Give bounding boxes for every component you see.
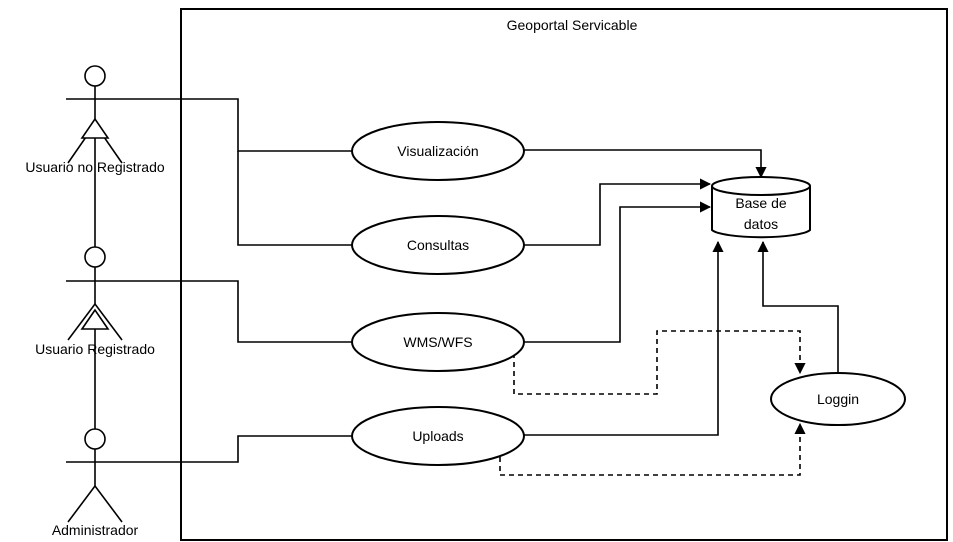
usecase-label-loggin: Loggin — [817, 391, 859, 407]
actor-admin — [66, 428, 124, 523]
generalization-registered-to-unregistered — [80, 117, 110, 247]
assoc-registered-wms — [124, 280, 352, 343]
assoc-unregistered-consultas — [237, 151, 352, 246]
assoc-admin-uploads — [124, 435, 352, 463]
actor-registered — [66, 246, 124, 341]
database-label-line1: Base de — [735, 195, 787, 211]
system-title: Geoportal Servicable — [507, 17, 638, 33]
usecase-label-consultas: Consultas — [407, 237, 469, 253]
dashed-edge-uploads-loggin — [499, 422, 806, 476]
usecase-label-wms: WMS/WFS — [403, 334, 472, 350]
edge-visualizacion-db — [524, 149, 767, 179]
usecase-consultas[interactable] — [351, 215, 525, 275]
edge-loggin-db — [757, 240, 839, 373]
usecase-wms[interactable] — [351, 312, 525, 372]
dashed-edge-wms-loggin — [513, 330, 806, 395]
edge-uploads-db — [524, 240, 724, 436]
usecase-uploads[interactable] — [351, 406, 525, 466]
database-label-line2: datos — [744, 216, 778, 232]
database-icon — [711, 176, 811, 239]
usecase-loggin[interactable] — [770, 372, 906, 426]
edge-consultas-db — [524, 178, 712, 246]
usecase-label-uploads: Uploads — [412, 428, 463, 444]
system-boundary — [180, 8, 948, 541]
usecase-visualizacion[interactable] — [351, 121, 525, 181]
usecase-label-visualizacion: Visualización — [397, 143, 478, 159]
assoc-unregistered-visualizacion — [124, 98, 352, 152]
edge-wms-db — [524, 201, 712, 343]
actor-label-admin: Administrador — [52, 522, 139, 538]
generalization-admin-to-registered — [80, 308, 110, 429]
